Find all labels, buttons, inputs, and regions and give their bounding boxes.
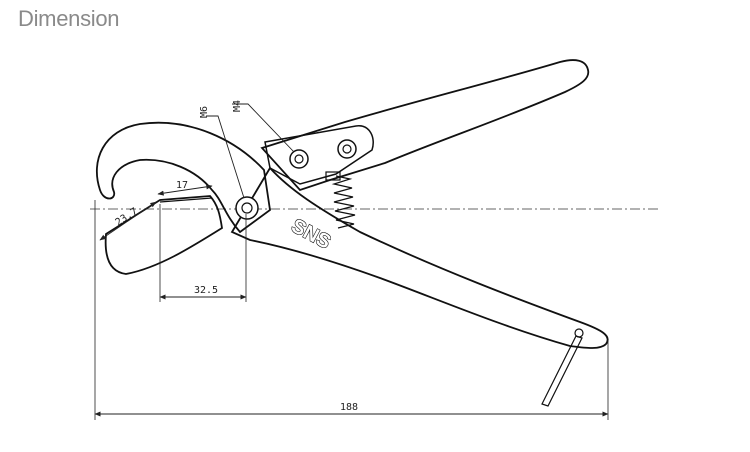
- label-m6: M6: [199, 106, 210, 118]
- dim-23-7-line: [99, 201, 157, 241]
- spring: [331, 175, 356, 229]
- upper-plate: [264, 125, 374, 185]
- spring-seat: [325, 171, 341, 181]
- leader-m6: [206, 115, 245, 199]
- pivot-bolt-inner: [241, 202, 253, 214]
- handle-bolt-1-inner: [294, 154, 304, 164]
- blade-jaw: [104, 195, 223, 275]
- dim-23-7-text: 23.7: [114, 206, 140, 228]
- handle-bolt-1-outer: [289, 149, 309, 169]
- dim-32-5-text: 32.5: [194, 285, 218, 296]
- leader-m4: [232, 103, 295, 153]
- lock-pin: [541, 335, 583, 407]
- page-title: Dimension: [18, 6, 120, 31]
- handle-bolt-2-outer: [337, 139, 357, 159]
- pivot-bolt-outer: [235, 196, 259, 220]
- dim-17-text: 17: [176, 180, 188, 191]
- blade-edge: [159, 197, 213, 203]
- brand-logo: SNS: [288, 215, 335, 254]
- dim-17-line: [157, 184, 213, 196]
- label-m4: M4: [232, 100, 243, 112]
- lower-handle: [230, 166, 609, 349]
- hook-jaw: [96, 121, 271, 234]
- upper-handle: [260, 59, 590, 192]
- handle-bolt-2-inner: [342, 144, 352, 154]
- dim-188-text: 188: [340, 402, 358, 413]
